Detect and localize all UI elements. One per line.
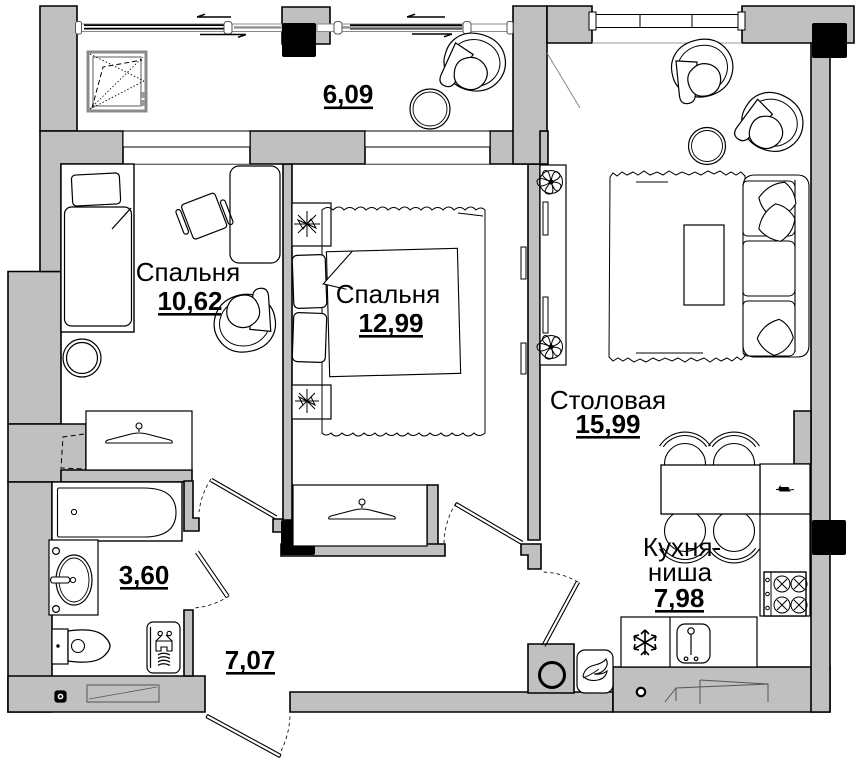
svg-text:6,09: 6,09 (323, 79, 374, 109)
svg-text:7,07: 7,07 (225, 645, 276, 675)
svg-text:15,99: 15,99 (575, 409, 640, 439)
svg-text:Спальня: Спальня (136, 257, 240, 287)
svg-text:12,99: 12,99 (358, 308, 423, 338)
svg-text:10,62: 10,62 (157, 286, 222, 316)
svg-text:Столовая: Столовая (550, 385, 666, 415)
svg-text:ниша: ниша (648, 557, 713, 587)
svg-text:7,98: 7,98 (654, 583, 705, 613)
svg-text:Кухня-: Кухня- (643, 532, 721, 562)
svg-text:Спальня: Спальня (336, 279, 440, 309)
svg-text:3,60: 3,60 (119, 560, 170, 590)
